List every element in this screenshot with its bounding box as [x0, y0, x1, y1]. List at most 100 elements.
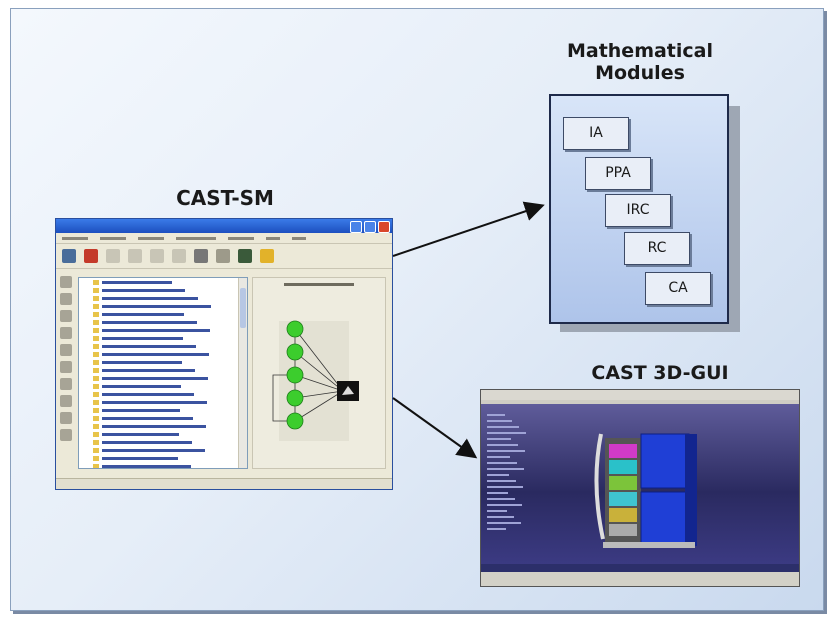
tree-row-label [102, 409, 180, 412]
folder-icon [93, 288, 99, 293]
tool-icon[interactable] [60, 361, 72, 373]
tree-row[interactable] [79, 367, 247, 374]
tool-icon[interactable] [60, 327, 72, 339]
tree-row[interactable] [79, 335, 247, 342]
close-icon[interactable] [378, 221, 390, 233]
tree-row[interactable] [79, 303, 247, 310]
tree-row[interactable] [79, 311, 247, 318]
scroll-thumb[interactable] [240, 288, 246, 328]
tree-row-label [102, 305, 211, 308]
spec-tree-line [487, 498, 515, 500]
spec-tree-line [487, 468, 524, 470]
tool-icon[interactable] [60, 293, 72, 305]
graph-node[interactable] [286, 343, 304, 361]
spec-tree-line [487, 438, 511, 440]
folder-icon [93, 456, 99, 461]
folder-icon [93, 328, 99, 333]
tree-row[interactable] [79, 431, 247, 438]
output-node-icon [342, 386, 354, 395]
tree-row[interactable] [79, 383, 247, 390]
tree-row[interactable] [79, 279, 247, 286]
tool-icon[interactable] [60, 310, 72, 322]
tree-row-label [102, 425, 206, 428]
spec-tree-line [487, 462, 517, 464]
tree-row[interactable] [79, 375, 247, 382]
tool-icon[interactable] [60, 344, 72, 356]
tree-row[interactable] [79, 423, 247, 430]
tree-row[interactable] [79, 359, 247, 366]
tree-row[interactable] [79, 447, 247, 454]
menu-item[interactable] [62, 236, 88, 240]
tree-row[interactable] [79, 343, 247, 350]
menu-item[interactable] [100, 236, 126, 240]
tool-icon[interactable] [194, 249, 208, 263]
tree-row[interactable] [79, 391, 247, 398]
spec-tree-line [487, 528, 506, 530]
graph-node[interactable] [286, 412, 304, 430]
tree-row-label [102, 433, 179, 436]
graph-panel [252, 277, 386, 469]
tree-row-label [102, 441, 192, 444]
tree-row[interactable] [79, 319, 247, 326]
folder-icon [93, 408, 99, 413]
tree-row[interactable] [79, 455, 247, 462]
gui-3d-viewport[interactable] [481, 404, 799, 564]
menu-item[interactable] [266, 236, 280, 240]
menu-item[interactable] [228, 236, 254, 240]
tool-icon[interactable] [60, 378, 72, 390]
tool-icon[interactable] [106, 249, 120, 263]
tree-row[interactable] [79, 295, 247, 302]
spec-tree-line [487, 420, 512, 422]
menu-bar [56, 233, 392, 244]
tool-icon[interactable] [260, 249, 274, 263]
tree-row[interactable] [79, 439, 247, 446]
graph-node[interactable] [286, 389, 304, 407]
tree-row[interactable] [79, 351, 247, 358]
folder-icon [93, 352, 99, 357]
spec-tree-line [487, 480, 516, 482]
mathematical-modules-label: Mathematical Modules [545, 40, 735, 84]
tree-row[interactable] [79, 399, 247, 406]
tool-icon[interactable] [60, 429, 72, 441]
tool-icon[interactable] [60, 276, 72, 288]
folder-icon [93, 368, 99, 373]
tree-row-label [102, 457, 178, 460]
arrow-to-modules-icon [392, 201, 545, 257]
folder-icon [93, 376, 99, 381]
tool-icon[interactable] [150, 249, 164, 263]
tool-icon[interactable] [62, 249, 76, 263]
tree-row[interactable] [79, 327, 247, 334]
tool-icon[interactable] [84, 249, 98, 263]
spec-tree-line [487, 522, 521, 524]
tool-icon[interactable] [128, 249, 142, 263]
tree-view[interactable] [78, 277, 248, 469]
tool-icon[interactable] [60, 412, 72, 424]
folder-icon [93, 312, 99, 317]
folder-icon [93, 304, 99, 309]
spec-tree-line [487, 504, 522, 506]
maximize-icon[interactable] [364, 221, 376, 233]
tree-scrollbar[interactable] [238, 278, 247, 468]
graph-node[interactable] [286, 366, 304, 384]
spec-tree-line [487, 456, 510, 458]
tree-row-label [102, 337, 183, 340]
menu-item[interactable] [292, 236, 306, 240]
tree-row-label [102, 353, 209, 356]
folder-icon [93, 416, 99, 421]
tool-icon[interactable] [238, 249, 252, 263]
menu-item[interactable] [176, 236, 216, 240]
folder-icon [93, 320, 99, 325]
tree-row[interactable] [79, 415, 247, 422]
tree-row-label [102, 377, 208, 380]
spec-tree-line [487, 426, 519, 428]
graph-node[interactable] [286, 320, 304, 338]
minimize-icon[interactable] [350, 221, 362, 233]
tree-row[interactable] [79, 407, 247, 414]
folder-icon [93, 400, 99, 405]
menu-item[interactable] [138, 236, 164, 240]
tool-icon[interactable] [60, 395, 72, 407]
tree-row[interactable] [79, 287, 247, 294]
tool-icon[interactable] [216, 249, 230, 263]
tree-row[interactable] [79, 463, 247, 468]
tool-icon[interactable] [172, 249, 186, 263]
